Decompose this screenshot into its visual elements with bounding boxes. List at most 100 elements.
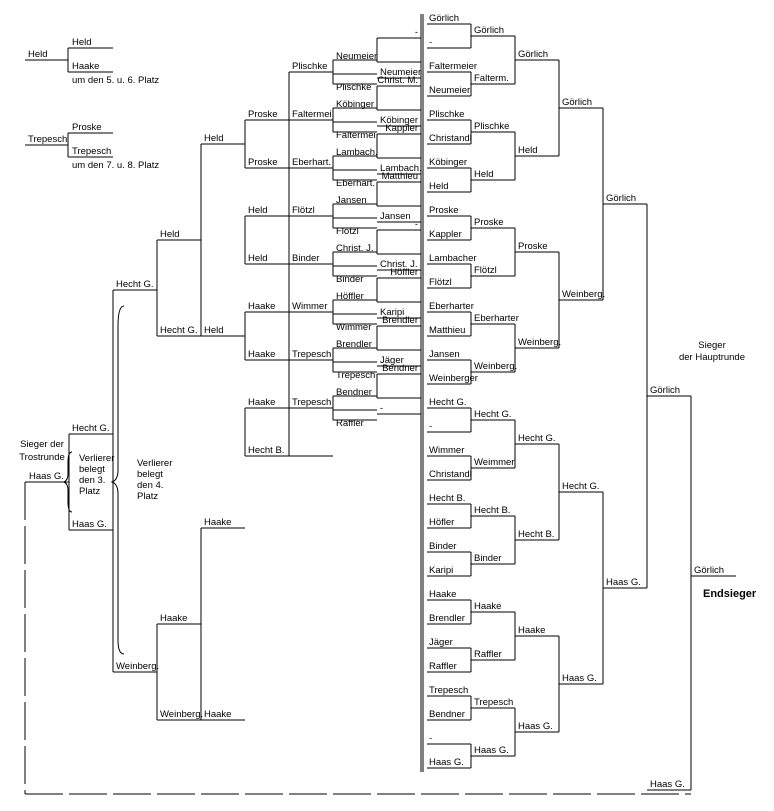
main-r1-player: Wimmer	[429, 445, 464, 456]
main-r1-player: Eberharter	[429, 301, 474, 312]
cons-r3-player: Faltermei.	[292, 109, 334, 120]
main-r1-player: -	[429, 733, 432, 744]
cons-r5-player: Held	[204, 133, 224, 144]
cons-r2-player: Bendner	[336, 387, 372, 398]
main-r1-player: Bendner	[429, 709, 465, 720]
cons-r8-player: Hecht G.	[72, 423, 110, 434]
endsieger-label: Endsieger	[703, 588, 757, 600]
sieger-trostrunde-label: Sieger der	[20, 439, 64, 450]
main-semi-winner: Görlich	[650, 385, 680, 396]
main-r1-winner: Haake	[474, 601, 501, 612]
cons-r4-player: Haake	[248, 397, 275, 408]
cons-r6-player: Hecht G.	[160, 325, 198, 336]
cons-r1-player: Bendner	[382, 363, 418, 374]
main-r1-player: Haake	[429, 589, 456, 600]
main-r2-winner: Görlich	[518, 49, 548, 60]
cons-r2-player: Christ. J.	[336, 243, 373, 254]
main-r1-player: Jansen	[429, 349, 460, 360]
main-r1-winner: Falterm.	[474, 73, 509, 84]
cons-r2-player: Köbinger	[336, 99, 374, 110]
cons-r3-player: Plischke	[292, 61, 327, 72]
cons-r1-winner: Jäger	[380, 355, 404, 366]
cons-r6-player: Held	[160, 229, 180, 240]
cons-r4-player: Held	[248, 253, 268, 264]
cons-r2-player: Eberhart.	[336, 178, 375, 189]
cons-r7-player: Weinberg.	[116, 661, 159, 672]
cons-r2-player: Binder	[336, 274, 363, 285]
main-r1-player: Karipi	[429, 565, 453, 576]
placement-5-player: Haake	[72, 61, 99, 72]
main-r2-winner: Weinberg.	[518, 337, 561, 348]
cons-r1-player: Höffler	[390, 267, 418, 278]
main-r1-player: Görlich	[429, 13, 459, 24]
cons-r2-player: Jansen	[336, 195, 367, 206]
main-r1-player: Jäger	[429, 637, 453, 648]
cons-r4-player: Proske	[248, 157, 278, 168]
main-r1-winner: Görlich	[474, 25, 504, 36]
cons-r1-player: Kappler	[385, 123, 418, 134]
main-r1-player: Hecht B.	[429, 493, 465, 504]
main-r1-winner: Hecht G.	[474, 409, 512, 420]
placement-7-caption: um den 7. u. 8. Platz	[72, 160, 159, 171]
cons-r5-player: Held	[204, 325, 224, 336]
cons-r1-winner: Karipi	[380, 307, 404, 318]
cons-r4-player: Proske	[248, 109, 278, 120]
final-winner: Görlich	[694, 565, 724, 576]
main-r1-player: Binder	[429, 541, 456, 552]
main-r3-winner: Weinberg.	[562, 289, 605, 300]
main-r1-player: Lambacher	[429, 253, 477, 264]
main-r2-winner: Hecht B.	[518, 529, 554, 540]
main-r4-winner: Haas G.	[606, 577, 641, 588]
main-r1-player: Höfler	[429, 517, 454, 528]
cons-r7-player: Hecht G.	[116, 279, 154, 290]
main-r1-winner: Weimmer	[474, 457, 514, 468]
cons-r3-player: Trepesch	[292, 349, 331, 360]
verlierer-4-label: belegt	[137, 469, 163, 480]
cons-r6-player: Weinberg.	[160, 709, 203, 720]
cons-r3-player: Binder	[292, 253, 319, 264]
placement-5-player: Held	[72, 37, 92, 48]
placement-7-player: Proske	[72, 122, 102, 133]
cons-r2-player: Faltermei.	[336, 130, 378, 141]
verlierer-4-brace	[110, 305, 125, 655]
main-r1-player: Trepesch	[429, 685, 468, 696]
placement-5-caption: um den 5. u. 6. Platz	[72, 75, 159, 86]
main-r1-winner: Hecht B.	[474, 505, 510, 516]
main-r1-player: Köbinger	[429, 157, 467, 168]
main-r1-winner: Flötzl	[474, 265, 497, 276]
cons-r2-player: Trepesch	[336, 370, 375, 381]
main-r3-winner: Haas G.	[562, 673, 597, 684]
cons-r3-player: Trepesch	[292, 397, 331, 408]
cons-r4-player: Held	[248, 205, 268, 216]
cons-r8-player: Haas G.	[72, 519, 107, 530]
cons-r1-winner: Neumeier	[380, 67, 421, 78]
main-r2-winner: Hecht G.	[518, 433, 556, 444]
main-r1-winner: Eberharter	[474, 313, 519, 324]
main-r1-winner: Raffler	[474, 649, 502, 660]
main-r1-player: -	[429, 37, 432, 48]
cons-r2-player: Wimmer	[336, 322, 371, 333]
cons-r1-player: Christ. M.	[377, 75, 418, 86]
cons-r1-winner: Christ. J.	[380, 259, 417, 270]
main-r2-winner: Proske	[518, 241, 548, 252]
main-r1-player: Faltermeier	[429, 61, 477, 72]
cons-r2-player: Brendler	[336, 339, 372, 350]
cons-r1-winner: Köbinger	[380, 115, 418, 126]
main-r1-winner: Haas G.	[474, 745, 509, 756]
cons-r3-player: Flötzl	[292, 205, 315, 216]
cons-r2-player: Raffler	[336, 418, 364, 429]
main-r4-winner: Görlich	[606, 193, 636, 204]
main-r1-player: Plischke	[429, 109, 464, 120]
verlierer-4-label: den 4.	[137, 480, 163, 491]
cons-r5-player: Haake	[204, 709, 231, 720]
cons-r1-winner: Jansen	[380, 211, 411, 222]
main-r1-player: Held	[429, 181, 449, 192]
cons-winner: Haas G.	[29, 471, 64, 482]
main-r1-player: Haas G.	[429, 757, 464, 768]
verlierer-4-label: Platz	[137, 491, 158, 502]
main-r1-player: Proske	[429, 205, 459, 216]
cons-r6-player: Haake	[160, 613, 187, 624]
verlierer-3-label: den 3.	[79, 475, 105, 486]
main-r1-player: Raffler	[429, 661, 457, 672]
